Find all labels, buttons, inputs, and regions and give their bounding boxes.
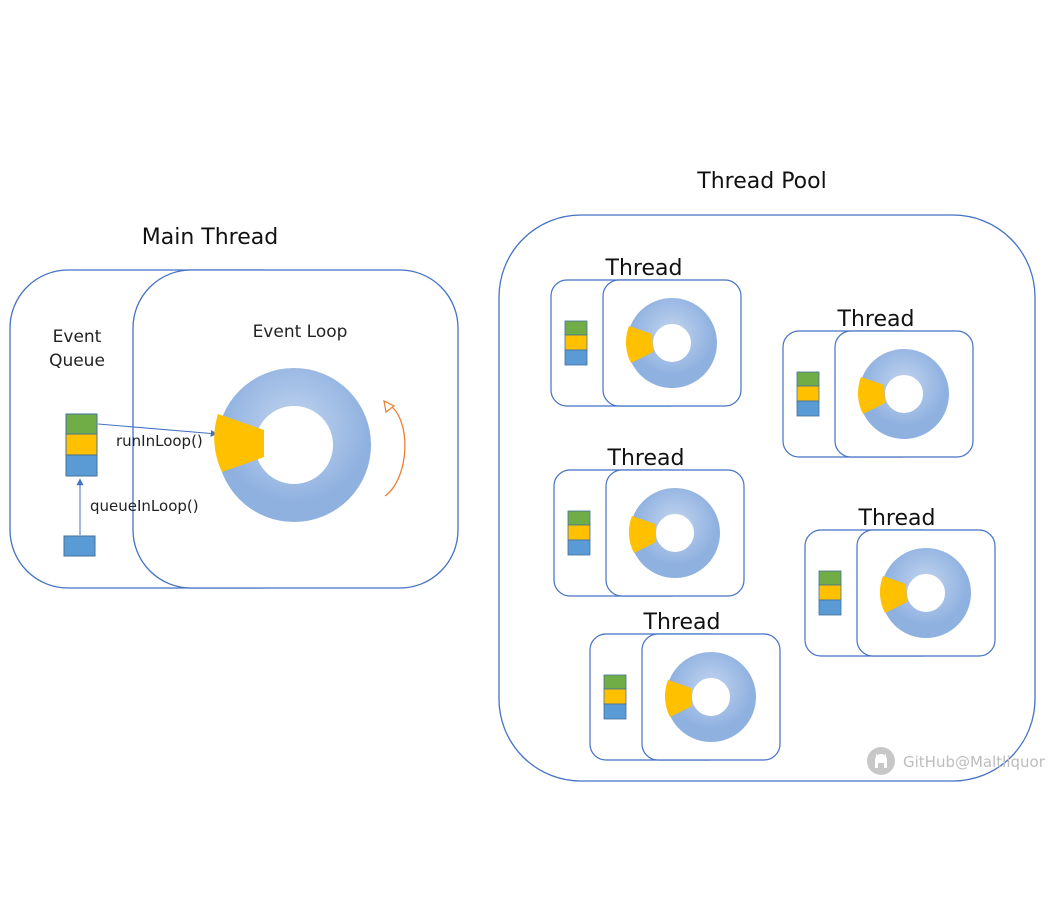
loop-cycle-arrow xyxy=(384,403,406,497)
queue-item-yellow xyxy=(65,433,98,456)
thread-title: Thread xyxy=(607,446,685,471)
watermark: GitHub@Maltliquor xyxy=(867,747,1046,775)
thread-item: Thread xyxy=(782,307,974,458)
thread-event-wedge xyxy=(664,680,692,717)
thread-item: Thread xyxy=(550,256,742,407)
thread-queue-item-green xyxy=(603,674,627,690)
event-queue-stack xyxy=(65,413,98,477)
thread-queue-item-green xyxy=(567,510,591,526)
thread-title: Thread xyxy=(643,610,721,635)
event-loop-box xyxy=(132,269,459,589)
main-thread-title: Main Thread xyxy=(142,225,278,250)
thread-title: Thread xyxy=(605,256,683,281)
thread-item: Thread xyxy=(804,506,996,657)
current-event-wedge xyxy=(214,414,264,472)
pending-event-item xyxy=(63,535,96,557)
thread-queue-item-green xyxy=(818,570,842,586)
event-queue-label-2: Queue xyxy=(49,351,105,371)
thread-queue-item-yellow xyxy=(818,584,842,601)
thread-queue-item-yellow xyxy=(564,334,588,351)
thread-pool-title: Thread Pool xyxy=(696,169,826,194)
thread-queue-item-blue xyxy=(564,349,588,366)
main-thread-group: Event Queue Event Loop queueInLoop() run… xyxy=(9,269,459,589)
thread-item: Thread xyxy=(589,610,781,761)
run-in-loop-label: runInLoop() xyxy=(116,432,203,450)
thread-queue-item-blue xyxy=(796,400,820,417)
thread-queue-item-blue xyxy=(818,599,842,616)
thread-title: Thread xyxy=(858,506,936,531)
event-loop-ring xyxy=(214,368,371,522)
run-in-loop-arrow xyxy=(97,423,218,437)
thread-loop-box xyxy=(856,529,996,657)
thread-loop-box xyxy=(641,633,781,761)
queue-item-green xyxy=(65,413,98,435)
queue-item-blue xyxy=(65,454,98,477)
thread-queue-item-yellow xyxy=(603,688,627,705)
thread-event-wedge xyxy=(628,516,656,553)
queue-in-loop-label: queueInLoop() xyxy=(90,497,199,515)
thread-event-wedge xyxy=(857,377,885,414)
thread-item: Thread xyxy=(553,446,745,597)
event-loop-label: Event Loop xyxy=(253,322,348,342)
watermark-text: GitHub@Maltliquor xyxy=(903,753,1046,771)
thread-loop-box xyxy=(605,469,745,597)
event-queue-label: Event xyxy=(53,327,102,347)
thread-loop-box xyxy=(834,330,974,458)
thread-queue-item-blue xyxy=(567,539,591,556)
thread-queue-item-green xyxy=(796,371,820,387)
github-icon xyxy=(867,747,895,775)
thread-event-wedge xyxy=(625,326,653,363)
thread-queue-item-yellow xyxy=(567,524,591,541)
thread-queue-item-blue xyxy=(603,703,627,720)
thread-queue-item-yellow xyxy=(796,385,820,402)
thread-event-wedge xyxy=(879,576,907,613)
thread-queue-item-green xyxy=(564,320,588,336)
thread-loop-box xyxy=(602,279,742,407)
loop-cycle-arrowhead xyxy=(383,399,396,414)
thread-title: Thread xyxy=(837,307,915,332)
